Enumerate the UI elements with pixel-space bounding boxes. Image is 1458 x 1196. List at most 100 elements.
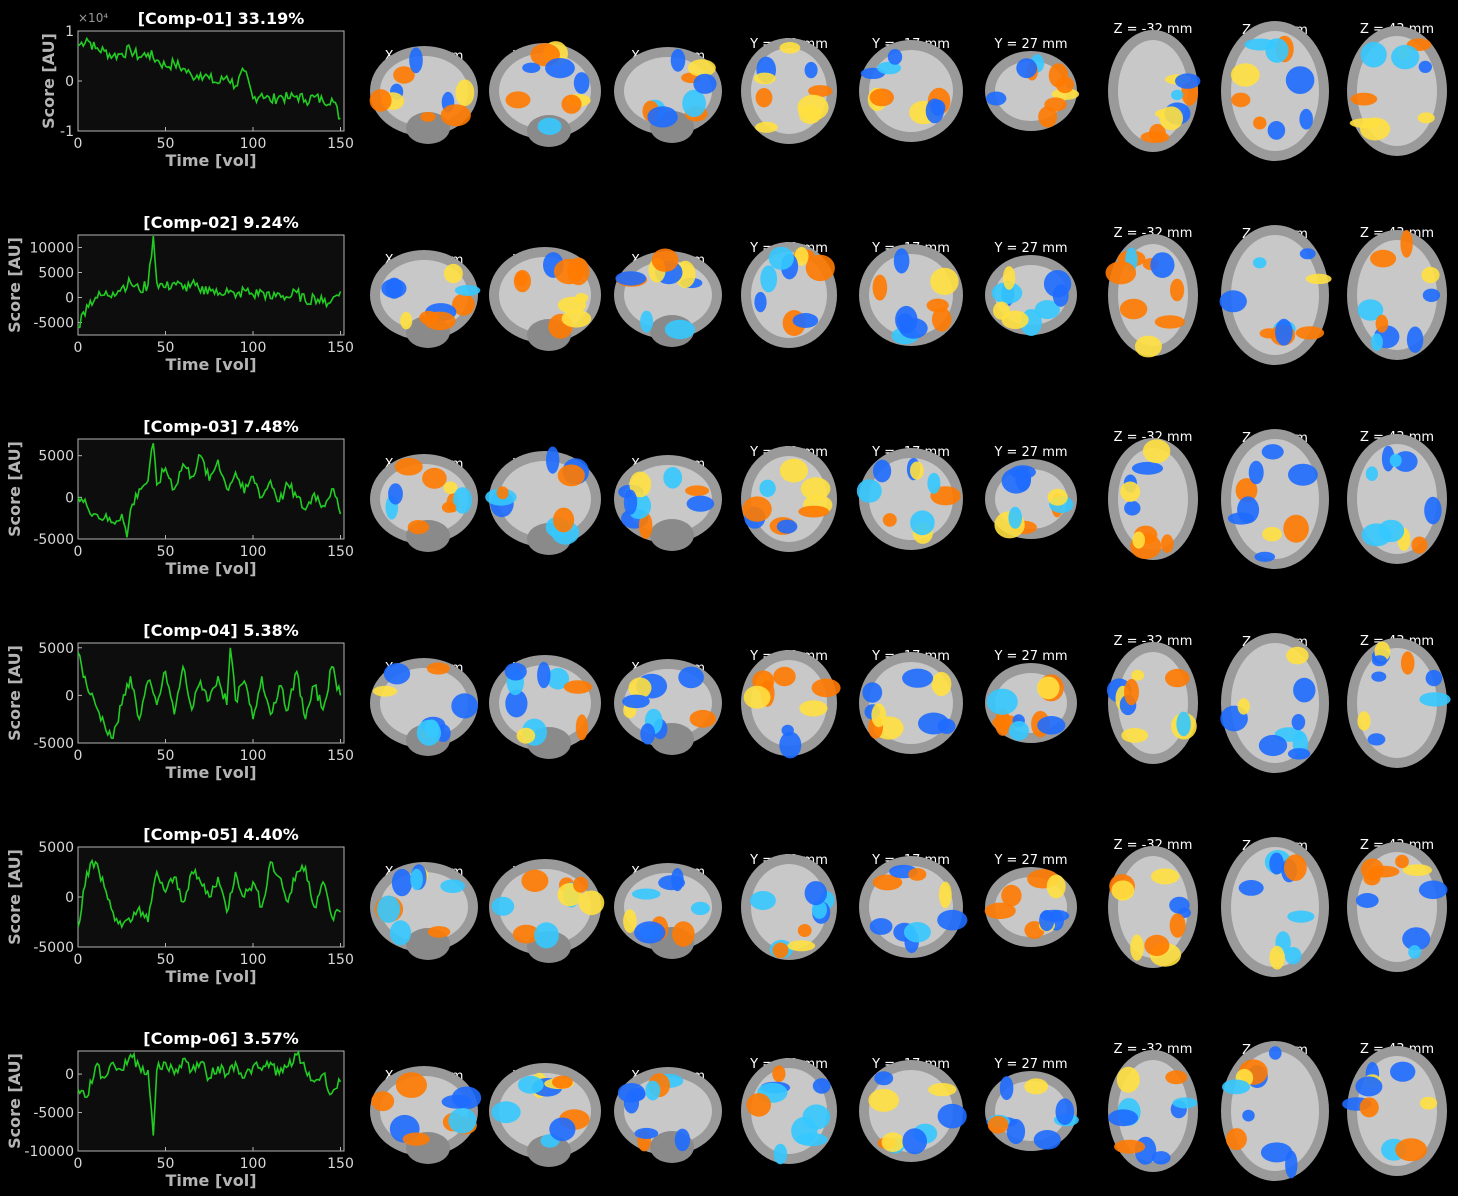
- plot-title: [Comp-05] 4.40%: [143, 825, 298, 844]
- x-tick-label: 150: [327, 748, 354, 764]
- y-tick-label: -5000: [33, 1106, 74, 1122]
- activation-blob: [575, 714, 589, 741]
- activation-blob: [1293, 677, 1316, 703]
- activation-blob: [787, 940, 816, 952]
- brain-slice: Z = -32 mm: [1108, 22, 1201, 152]
- activation-blob: [563, 680, 593, 694]
- activation-blob: [674, 1128, 691, 1152]
- activation-blob: [779, 731, 802, 759]
- activation-blob: [1283, 514, 1309, 543]
- activation-blob: [504, 662, 527, 681]
- activation-blob: [987, 1115, 1009, 1134]
- x-tick-label: 100: [240, 340, 267, 356]
- brain-slice: X = 37 mm: [614, 47, 722, 143]
- activation-blob: [776, 519, 798, 534]
- activation-blob: [394, 457, 423, 476]
- activation-blob: [1131, 461, 1164, 475]
- slice-label: Y = 27 mm: [993, 241, 1067, 256]
- activation-blob: [1130, 934, 1144, 961]
- brain-slice: Y = -17 mm: [859, 1057, 967, 1162]
- activation-blob: [1370, 249, 1397, 268]
- activation-blob: [1419, 692, 1451, 707]
- y-axis-label: Score [AU]: [5, 237, 24, 333]
- activation-blob: [1359, 1097, 1379, 1118]
- activation-blob: [984, 902, 1016, 919]
- activation-blob: [491, 1101, 521, 1124]
- activation-blob: [1009, 465, 1036, 479]
- activation-blob: [1248, 460, 1264, 485]
- activation-blob: [1230, 63, 1260, 87]
- activation-blob: [868, 1088, 899, 1112]
- brain-slice: Y = -17 mm: [859, 37, 963, 142]
- activation-blob: [1400, 229, 1413, 258]
- y-tick-label: 0: [65, 291, 74, 307]
- activation-blob: [887, 49, 903, 65]
- y-tick-label: -5000: [33, 316, 74, 332]
- activation-blob: [798, 505, 830, 518]
- activation-blob: [1047, 488, 1068, 506]
- activation-blob: [693, 73, 717, 94]
- x-tick-label: 50: [157, 340, 175, 356]
- activation-blob: [1370, 333, 1383, 352]
- plot-title: [Comp-03] 7.48%: [143, 417, 298, 436]
- y-tick-label: -5000: [33, 940, 74, 956]
- activation-blob: [640, 310, 654, 333]
- activation-blob: [1419, 1096, 1438, 1110]
- activation-blob: [427, 926, 451, 938]
- activation-blob: [797, 924, 812, 937]
- activation-blob: [1269, 1046, 1282, 1060]
- plot-title: [Comp-01] 33.19%: [138, 9, 305, 28]
- slice-label: Z = -32 mm: [1114, 1042, 1193, 1057]
- activation-blob: [395, 1072, 427, 1098]
- activation-blob: [1363, 871, 1381, 886]
- brain-slice: Z = 6 mm: [1221, 1041, 1329, 1181]
- activation-blob: [1269, 945, 1285, 970]
- activation-blob: [1165, 668, 1190, 688]
- brain-slice: Z = 43 mm: [1347, 634, 1451, 768]
- activation-blob: [629, 471, 652, 498]
- brain-slice: X = 2 mm: [489, 1063, 601, 1167]
- activation-blob: [512, 924, 540, 944]
- time-series-line: [77, 1049, 342, 1136]
- activation-blob: [1237, 698, 1250, 715]
- activation-blob: [622, 694, 650, 709]
- activation-blob: [522, 62, 541, 73]
- activation-blob: [505, 91, 531, 109]
- activation-blob: [1037, 676, 1060, 700]
- activation-blob: [426, 662, 450, 675]
- activation-blob: [371, 1091, 395, 1112]
- activation-blob: [1291, 714, 1306, 731]
- brain-slice: X = 2 mm: [485, 446, 601, 555]
- x-tick-label: 0: [74, 340, 83, 356]
- activation-blob: [877, 61, 902, 75]
- brain-slice: Y = -61 mm: [741, 649, 841, 759]
- activation-blob: [687, 59, 716, 77]
- white-matter: [751, 456, 827, 542]
- x-tick-label: 0: [74, 748, 83, 764]
- brain-slice: X = -33 mm: [369, 46, 478, 144]
- slice-label: Y = 27 mm: [993, 649, 1067, 664]
- activation-blob: [1111, 880, 1135, 901]
- activation-blob: [804, 61, 818, 79]
- y-tick-label: 0: [65, 74, 74, 90]
- activation-blob: [927, 472, 941, 494]
- y-tick-label: 0: [65, 890, 74, 906]
- activation-blob: [1159, 106, 1183, 131]
- activation-blob: [1016, 58, 1038, 79]
- brain-slice: Y = -17 mm: [859, 649, 963, 754]
- activation-blob: [869, 918, 893, 935]
- plot-title: [Comp-04] 5.38%: [143, 621, 298, 640]
- activation-blob: [1242, 1109, 1255, 1122]
- activation-blob: [1267, 120, 1286, 140]
- activation-blob: [1038, 106, 1058, 128]
- activation-blob: [755, 121, 778, 133]
- activation-blob: [881, 1132, 905, 1152]
- activation-blob: [862, 682, 883, 703]
- slice-label: Z = -32 mm: [1114, 838, 1193, 853]
- plot-title: [Comp-02] 9.24%: [143, 213, 298, 232]
- activation-blob: [615, 271, 647, 286]
- activation-blob: [993, 301, 1010, 320]
- activation-blob: [1165, 1070, 1188, 1085]
